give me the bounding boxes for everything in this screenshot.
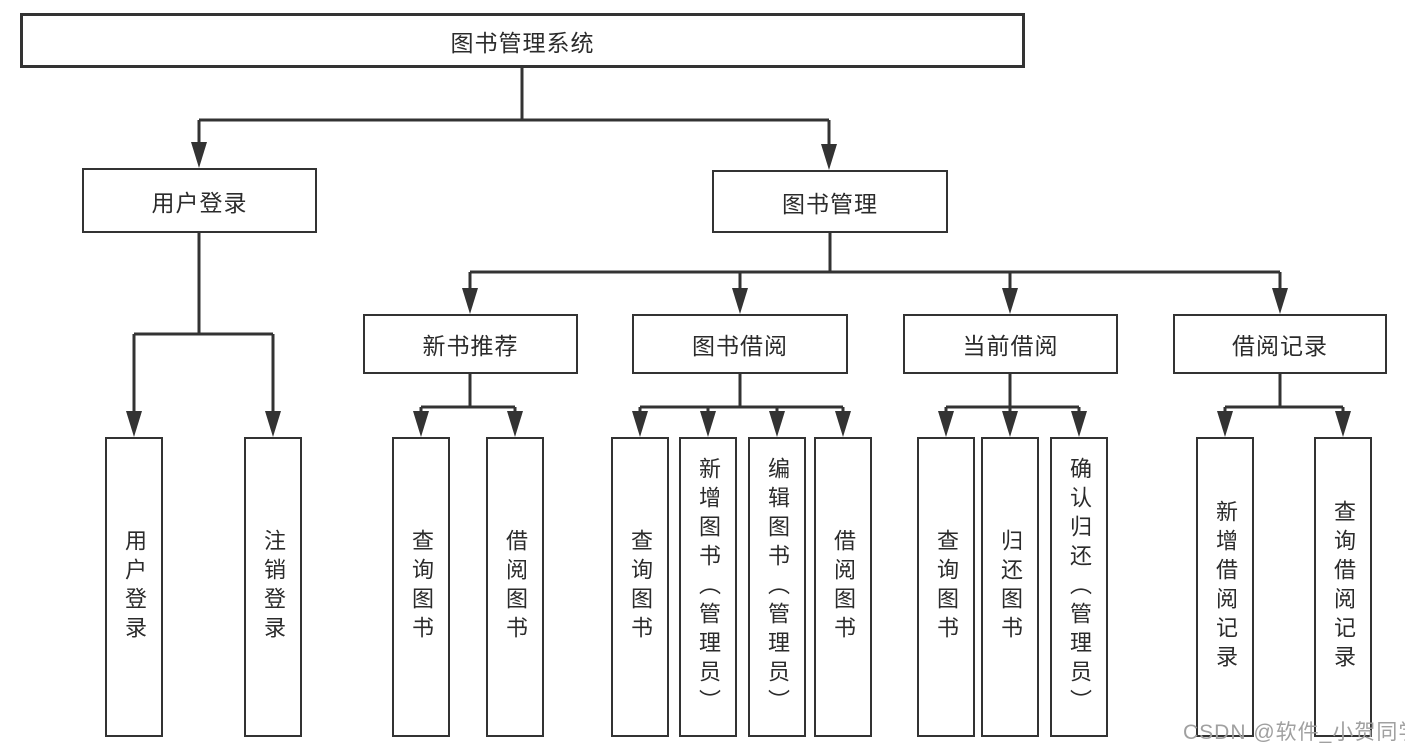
leaf-query-books-current: 查询图书 bbox=[917, 437, 975, 737]
leaf-add-borrow-record: 新增借阅记录 bbox=[1196, 437, 1254, 737]
csdn-watermark: CSDN @软件_小贺同学 bbox=[1183, 721, 1405, 744]
leaf-edit-books-admin: 编辑图书（管理员） bbox=[748, 437, 806, 737]
leaf-borrow-books-recommend: 借阅图书 bbox=[486, 437, 544, 737]
node-book-borrowing: 图书借阅 bbox=[632, 314, 848, 374]
node-current-borrowing: 当前借阅 bbox=[903, 314, 1118, 374]
node-label: 图书借阅 bbox=[692, 333, 788, 359]
leaf-user-login: 用户登录 bbox=[105, 437, 163, 737]
node-label: 查询图书 bbox=[934, 529, 959, 645]
node-label: 查询借阅记录 bbox=[1331, 500, 1356, 674]
node-label: 借阅图书 bbox=[503, 529, 528, 645]
leaf-borrow-books: 借阅图书 bbox=[814, 437, 872, 737]
leaf-return-books: 归还图书 bbox=[981, 437, 1039, 737]
leaf-query-books-borrowing: 查询图书 bbox=[611, 437, 669, 737]
node-library-management-system: 图书管理系统 bbox=[20, 13, 1025, 68]
node-label: 图书管理系统 bbox=[450, 29, 595, 56]
node-user-login-branch: 用户登录 bbox=[82, 168, 317, 233]
node-label: 新增图书（管理员） bbox=[696, 456, 721, 718]
node-label: 查询图书 bbox=[409, 529, 434, 645]
node-label: 新书推荐 bbox=[422, 333, 519, 359]
node-label: 注销登录 bbox=[261, 529, 286, 645]
node-label: 新增借阅记录 bbox=[1213, 500, 1238, 674]
node-label: 借阅记录 bbox=[1232, 333, 1328, 359]
node-label: 确认归还（管理员） bbox=[1067, 456, 1092, 718]
node-label: 归还图书 bbox=[998, 529, 1023, 645]
node-label: 用户登录 bbox=[151, 189, 248, 216]
leaf-query-borrow-record: 查询借阅记录 bbox=[1314, 437, 1372, 737]
node-label: 图书管理 bbox=[782, 190, 878, 217]
node-new-book-recommendation: 新书推荐 bbox=[363, 314, 578, 374]
node-label: 用户登录 bbox=[122, 529, 147, 645]
leaf-add-books-admin: 新增图书（管理员） bbox=[679, 437, 737, 737]
node-label: 当前借阅 bbox=[962, 333, 1059, 359]
node-label: 查询图书 bbox=[628, 529, 653, 645]
node-label: 借阅图书 bbox=[831, 529, 856, 645]
leaf-confirm-return-admin: 确认归还（管理员） bbox=[1050, 437, 1108, 737]
leaf-query-books-recommend: 查询图书 bbox=[392, 437, 450, 737]
node-borrowing-records: 借阅记录 bbox=[1173, 314, 1387, 374]
node-book-management-branch: 图书管理 bbox=[712, 170, 948, 233]
node-label: 编辑图书（管理员） bbox=[765, 456, 790, 718]
leaf-logout: 注销登录 bbox=[244, 437, 302, 737]
